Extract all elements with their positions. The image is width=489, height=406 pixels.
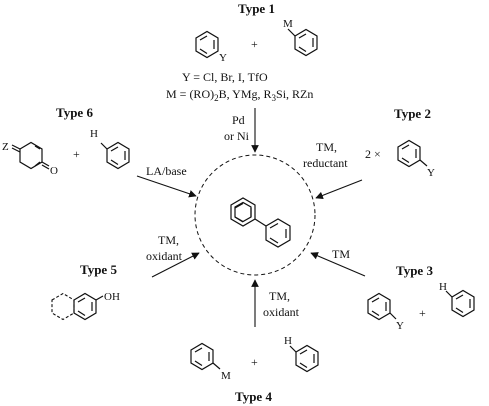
type6-quinone-structure — [11, 141, 50, 170]
type6-arene-h-ring — [100, 141, 130, 170]
type5-arrow — [151, 252, 200, 278]
type4-aryl-m-ring — [190, 342, 221, 371]
type3-arrow-label: TM — [332, 247, 350, 261]
type6-plus: + — [73, 147, 80, 161]
type5-naphthol-structure — [51, 292, 104, 321]
type4-arene-h-ring — [289, 344, 319, 373]
type6-arrow — [136, 175, 197, 198]
type6-o-label: O — [50, 165, 58, 177]
type4-h-label: H — [284, 335, 292, 347]
type1-y-definition: Y = Cl, Br, I, TfO — [182, 70, 268, 84]
center-dashed-circle — [194, 154, 316, 276]
type2-arrow-label-1: TM, — [316, 140, 337, 154]
type1-plus: + — [251, 37, 258, 51]
type2-arrow-label-2: reductant — [303, 156, 348, 170]
type2-title: Type 2 — [394, 106, 431, 121]
type6-z-label: Z — [2, 141, 9, 153]
type4-arrow-label-2: oxidant — [263, 305, 300, 319]
type3-plus: + — [419, 306, 426, 320]
type1-title: Type 1 — [238, 1, 275, 16]
type1-arrow-label-2: or Ni — [224, 129, 250, 143]
type1-arrow-label-1: Pd — [232, 113, 245, 127]
type1-aryl-m-ring — [287, 28, 318, 57]
type2-multiplier: 2 × — [365, 147, 381, 161]
type4-m-label: M — [221, 370, 231, 382]
type3-title: Type 3 — [396, 263, 433, 278]
type1-aryl-y-ring — [195, 30, 219, 59]
type4-arrow-label-1: TM, — [269, 289, 290, 303]
type1-y-label: Y — [219, 52, 227, 64]
type4-title: Type 4 — [235, 389, 272, 404]
type2-y-label: Y — [427, 167, 435, 179]
type5-oh-label: OH — [104, 291, 120, 303]
type6-h-label: H — [90, 128, 98, 140]
type1-m-label: M — [283, 18, 293, 30]
type3-h-label: H — [439, 281, 447, 293]
type5-title: Type 5 — [80, 262, 117, 277]
type6-title: Type 6 — [56, 105, 93, 120]
type5-arrow-label-2: oxidant — [146, 249, 183, 263]
type3-arrow — [310, 252, 366, 277]
type5-arrow-label-1: TM, — [158, 233, 179, 247]
type6-arrow-label: LA/base — [146, 164, 187, 178]
biphenyl-product — [230, 197, 291, 248]
type2-aryl-y-ring — [397, 139, 428, 168]
type1-m-definition: M = (RO)2B, YMg, R3Si, RZn — [166, 87, 313, 103]
type3-aryl-y-ring — [367, 292, 397, 321]
type4-plus: + — [251, 355, 258, 369]
type3-y-label: Y — [396, 320, 404, 332]
type3-arene-h-ring — [445, 289, 475, 318]
type2-arrow — [315, 179, 363, 200]
